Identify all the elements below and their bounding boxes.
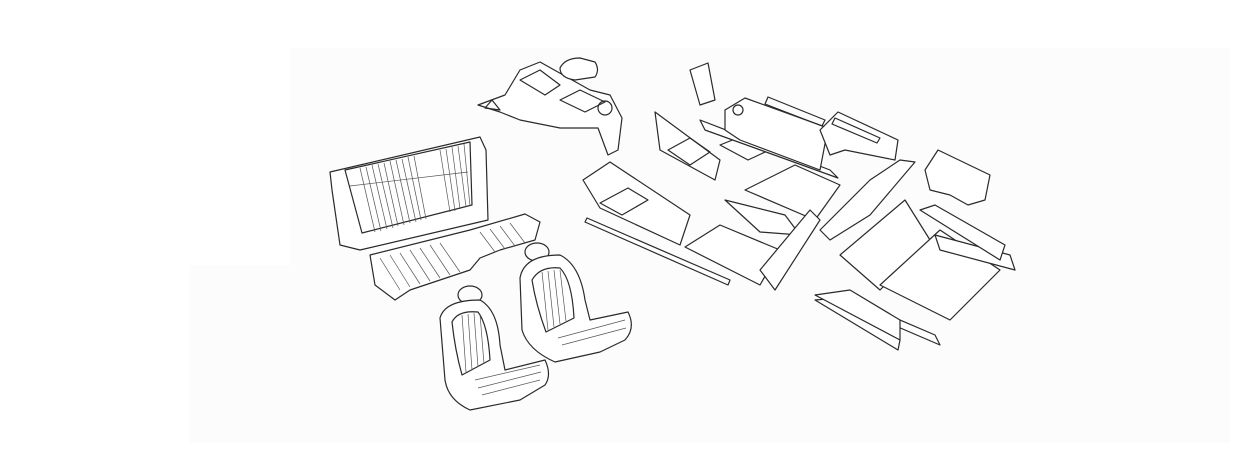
rear-bench-seat: [329, 136, 541, 301]
center-console: [477, 61, 623, 156]
door-panels: [689, 62, 991, 206]
front-seat-left: [439, 285, 550, 411]
front-seat-right: [519, 242, 632, 363]
background-patch-left: [190, 265, 300, 443]
side-trim-panels: [814, 204, 1006, 341]
console-lid: [559, 57, 599, 81]
